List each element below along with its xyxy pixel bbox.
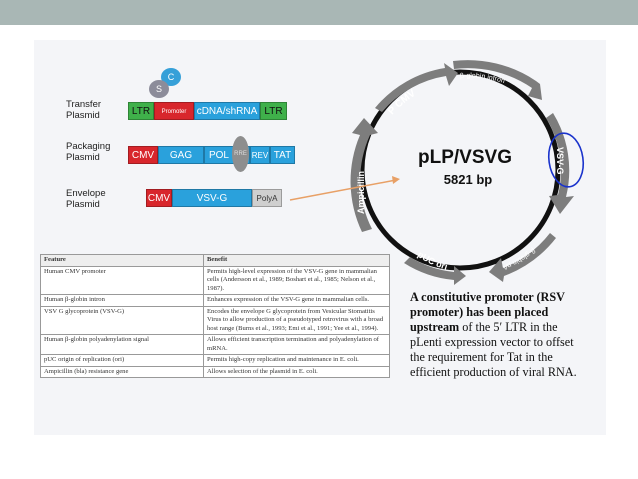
bubble-bottom: S <box>149 80 169 98</box>
pcmv-segment <box>375 63 458 112</box>
benefit-cell: Permits high-copy replication and mainte… <box>203 354 390 367</box>
table-row: Human β-globin intron Enhances expressio… <box>40 294 390 307</box>
description-text: A constitutive promoter (RSV promoter) h… <box>410 290 585 380</box>
feature-cell: Ampicillin (bla) resistance gene <box>40 365 204 378</box>
envelope-vsvg: VSV-G <box>172 189 252 207</box>
envelope-arrow <box>289 179 397 201</box>
bubble-top: C <box>161 68 181 86</box>
feature-cell: VSV G glycoprotein (VSV-G) <box>40 305 204 335</box>
packaging-gag: GAG <box>158 146 204 164</box>
vsvg-map-label: VSV-G <box>555 147 565 175</box>
packaging-rev: REV <box>250 146 270 164</box>
transfer-plasmid-label: Transfer Plasmid <box>66 99 102 121</box>
envelope-cmv: CMV <box>146 189 172 207</box>
description-rest: of the 5′ LTR in the pLenti expression v… <box>410 320 577 379</box>
benefit-cell: Allows selection of the plasmid in E. co… <box>203 365 390 378</box>
benefit-cell: Permits high-level expression of the VSV… <box>203 265 390 295</box>
table-header-row: Feature Benefit <box>40 254 390 267</box>
bglobin-intron-segment <box>453 60 542 100</box>
table-row: Human CMV promoter Permits high-level ex… <box>40 265 390 295</box>
bglobin-intron-label: β-globin intron <box>460 73 506 86</box>
feature-cell: pUC origin of replication (ori) <box>40 354 204 367</box>
header-feature: Feature <box>40 254 204 267</box>
benefit-cell: Enhances expression of the VSV-G gene in… <box>203 294 390 307</box>
header-benefit: Benefit <box>203 254 390 267</box>
svg-text:β-globin intron: β-globin intron <box>460 73 506 86</box>
ampicillin-segment <box>350 118 378 232</box>
plasmid-name: pLP/VSVG <box>418 147 512 168</box>
puc-ori-segment <box>404 257 466 285</box>
envelope-plasmid-label: Envelope Plasmid <box>66 188 106 210</box>
description-bold: A constitutive promoter (RSV promoter) h… <box>410 290 565 334</box>
benefit-cell: Encodes the envelope G glycoprotein from… <box>203 305 390 335</box>
envelope-arrow-head <box>392 176 400 184</box>
table-row: VSV G glycoprotein (VSV-G) Encodes the e… <box>40 305 390 335</box>
vsvg-segment <box>546 113 574 214</box>
plasmid-backbone <box>359 69 561 271</box>
transfer-ltr-left: LTR <box>128 102 154 120</box>
table-row: pUC origin of replication (ori) Permits … <box>40 354 390 367</box>
packaging-rre: RRE <box>232 136 249 172</box>
packaging-tat: TAT <box>270 146 295 164</box>
bglobin-pa-segment <box>489 233 556 282</box>
feature-cell: Human β-globin intron <box>40 294 204 307</box>
transfer-cdna: cDNA/shRNA <box>194 102 260 120</box>
benefit-cell: Allows efficient transcription terminati… <box>203 334 390 355</box>
top-bar <box>0 0 638 25</box>
feature-cell: Human CMV promoter <box>40 265 204 295</box>
envelope-polya: PolyA <box>252 189 282 207</box>
table-row: Human β-globin polyadenylation signal Al… <box>40 334 390 355</box>
ampicillin-label: Ampicillin <box>356 171 366 214</box>
transfer-ltr-right: LTR <box>260 102 287 120</box>
packaging-plasmid-label: Packaging Plasmid <box>66 141 111 163</box>
feature-table: Feature Benefit Human CMV promoter Permi… <box>40 254 390 378</box>
table-row: Ampicillin (bla) resistance gene Allows … <box>40 365 390 378</box>
annotation-circle <box>547 132 585 188</box>
transfer-promoter: Promoter <box>154 102 194 120</box>
packaging-cmv: CMV <box>128 146 158 164</box>
plasmid-size: 5821 bp <box>444 172 492 187</box>
feature-cell: Human β-globin polyadenylation signal <box>40 334 204 355</box>
